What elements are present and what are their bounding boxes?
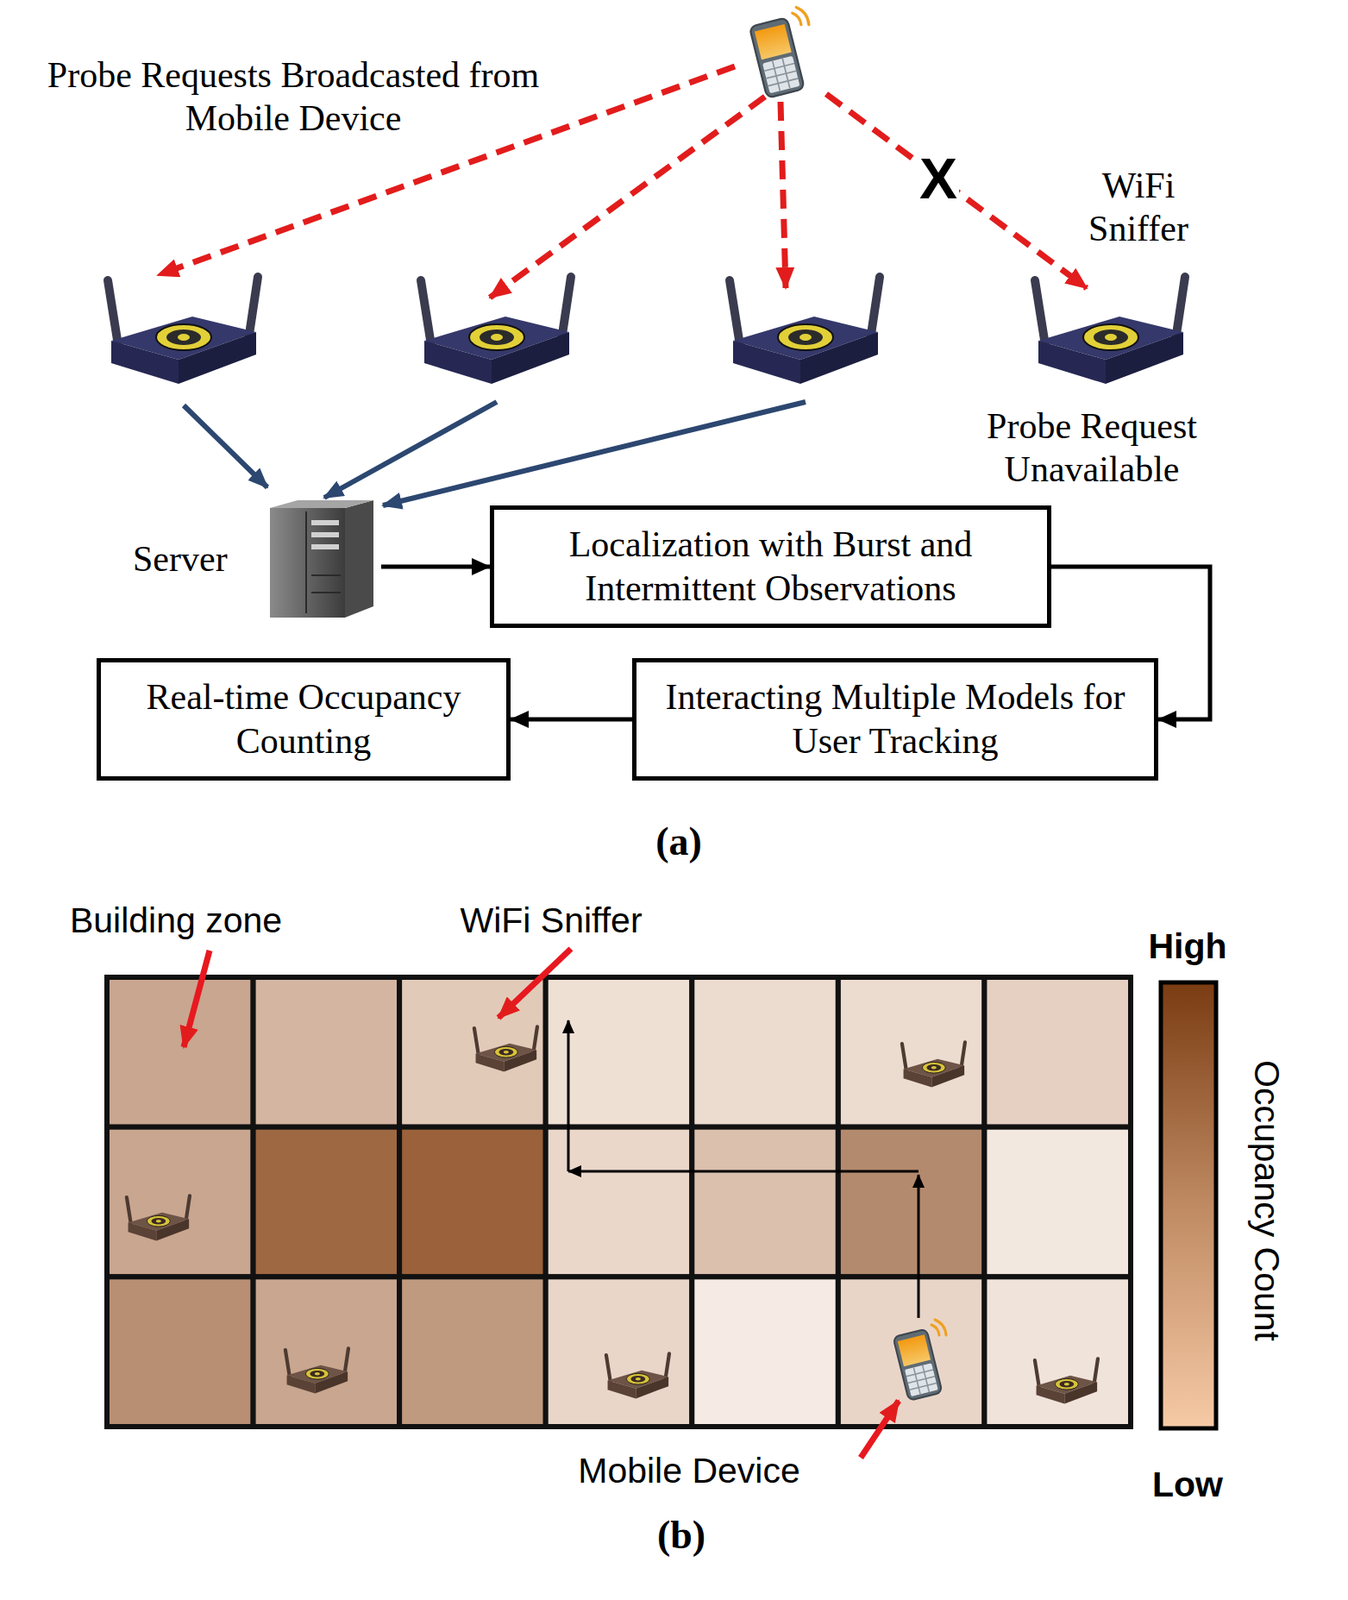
wifi-sniffer [902, 1041, 966, 1087]
building-zone-cell [984, 977, 1131, 1128]
leader-arrow [860, 1400, 899, 1458]
building-zone-cell [106, 1127, 254, 1278]
building-zone-cell [253, 977, 401, 1128]
server-slot [311, 532, 339, 538]
wifi-sniffer [729, 276, 880, 384]
server-icon [269, 500, 374, 618]
panel-label: (b) [657, 1511, 706, 1559]
caption-text: Probe Requests Broadcasted from Mobile D… [43, 53, 544, 141]
leader-arrow [498, 948, 571, 1018]
building-zone-cell [399, 1127, 546, 1278]
server-panel [306, 511, 341, 614]
server-node: Server [129, 497, 382, 620]
building-zone-cell [838, 1276, 985, 1427]
building-zone-cell [253, 1127, 401, 1278]
building-zone-cell [691, 977, 839, 1128]
node-text: Localization with Burst and Intermittent… [506, 522, 1035, 611]
callout-label: Mobile Device [577, 1449, 801, 1493]
building-zone-cell [838, 977, 985, 1128]
server-side [344, 500, 374, 618]
building-zone-cell [984, 1127, 1131, 1278]
building-zone-cell [691, 1276, 839, 1427]
color-scale-bar [1160, 982, 1217, 1429]
probe-line [780, 101, 786, 289]
upload-line [183, 405, 268, 488]
mobile-phone [892, 1319, 947, 1401]
wifi-sniffer [285, 1348, 349, 1393]
mobile-phone [749, 6, 809, 98]
path-arrow [917, 1174, 921, 1318]
building-zone-cell [984, 1276, 1131, 1427]
building-zone-cell [399, 977, 546, 1128]
leader-arrow [183, 950, 210, 1048]
server-slot [311, 520, 339, 526]
building-grid [106, 977, 1131, 1427]
wifi-sniffer [1034, 1358, 1098, 1404]
building-zone-cell [838, 1127, 985, 1278]
path-arrow [568, 1170, 919, 1173]
node-text: Real-time Occupancy Counting [112, 675, 495, 764]
path-arrow [567, 1020, 571, 1172]
probe-line [157, 66, 735, 276]
probe-line [489, 96, 765, 298]
server-slot [311, 544, 339, 550]
node-text: Interacting Multiple Models for User Tra… [648, 675, 1142, 764]
wifi-sniffer [474, 1026, 538, 1072]
building-zone-cell [399, 1276, 546, 1427]
building-zone-cell [106, 1276, 254, 1427]
callout-label: WiFi Sniffer [459, 899, 642, 942]
wifi-sniffer [126, 1195, 190, 1241]
movement-path [568, 1020, 919, 1318]
server-front [269, 507, 345, 618]
process-box: Interacting Multiple Models for User Tra… [632, 658, 1159, 781]
upload-line [382, 401, 806, 506]
node-text: Server [132, 538, 228, 580]
callout-label: Building zone [69, 899, 283, 942]
scale-label: Low [1152, 1463, 1223, 1506]
leader-arrows [183, 948, 899, 1458]
wifi-sniffer [107, 276, 258, 384]
cross-mark: X [917, 150, 960, 207]
building-zone-cell [691, 1127, 839, 1278]
building-zone-cell [545, 1276, 693, 1427]
building-zone-cell [106, 977, 254, 1128]
device-label: WiFi Sniffer [1073, 163, 1204, 251]
flow-arrow [381, 564, 490, 570]
building-zone-cell [253, 1276, 401, 1427]
wifi-sniffer [1034, 276, 1185, 384]
process-box: Real-time Occupancy Counting [96, 658, 511, 781]
flow-arrow [510, 717, 633, 722]
server-top [269, 500, 374, 508]
axis-label: Occupancy Count [1244, 1059, 1287, 1342]
process-box: Localization with Burst and Intermittent… [489, 505, 1052, 628]
scale-label: High [1147, 925, 1227, 968]
wifi-sniffer [606, 1353, 670, 1399]
probe-line [826, 94, 1087, 289]
status-note: Probe Request Unavailable [962, 404, 1222, 492]
wifi-sniffer [420, 276, 571, 384]
panel-label: (a) [655, 817, 703, 866]
upload-lines [183, 401, 806, 506]
